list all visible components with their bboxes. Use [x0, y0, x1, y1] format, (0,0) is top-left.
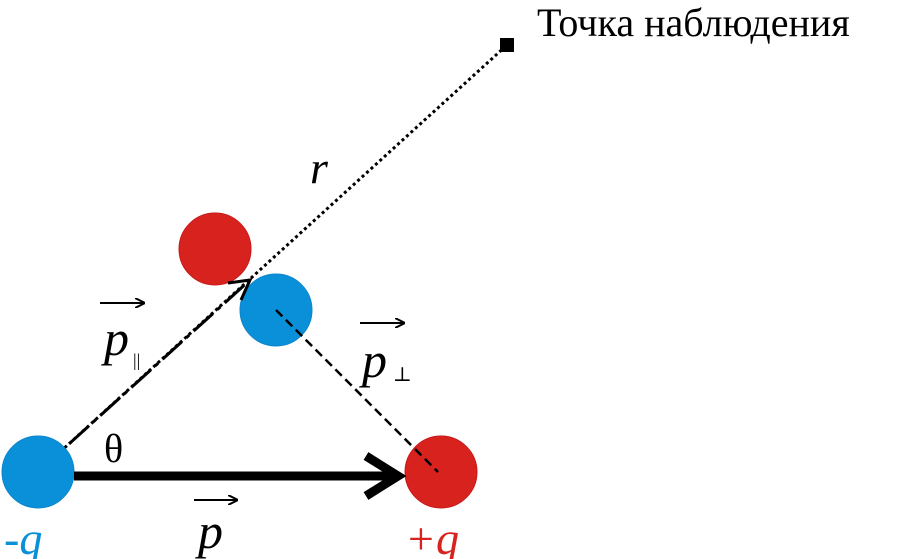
- p-parallel-subscript: ||: [133, 350, 140, 370]
- theta-label: θ: [104, 426, 123, 471]
- r-label: r: [310, 142, 329, 193]
- p-label: p: [194, 500, 237, 559]
- p-parallel-label: p ||: [100, 303, 144, 370]
- observation-point-label: Точка наблюдения: [537, 0, 850, 45]
- p-perpendicular-arrow-tip: [414, 448, 439, 473]
- negative-charge-ball: [1, 435, 75, 509]
- p-parallel-arrow: [36, 278, 252, 474]
- p-perpendicular-letter: p: [359, 332, 387, 388]
- p-letter: p: [195, 503, 223, 559]
- p-parallel-letter: p: [101, 310, 129, 366]
- positive-charge-label: +q: [405, 513, 459, 559]
- positive-charge-ball-displaced: [178, 212, 252, 286]
- p-parallel-arrowhead: [227, 278, 253, 301]
- r-line: [36, 43, 509, 474]
- observation-point-marker: [500, 38, 514, 52]
- p-perpendicular-arrow: [275, 309, 439, 473]
- p-perpendicular-label: p ⊥: [359, 323, 412, 388]
- p-perpendicular-subscript: ⊥: [393, 364, 412, 386]
- p-arrowhead: [363, 452, 407, 500]
- negative-charge-label: -q: [4, 513, 42, 559]
- positive-charge-ball: [404, 435, 478, 509]
